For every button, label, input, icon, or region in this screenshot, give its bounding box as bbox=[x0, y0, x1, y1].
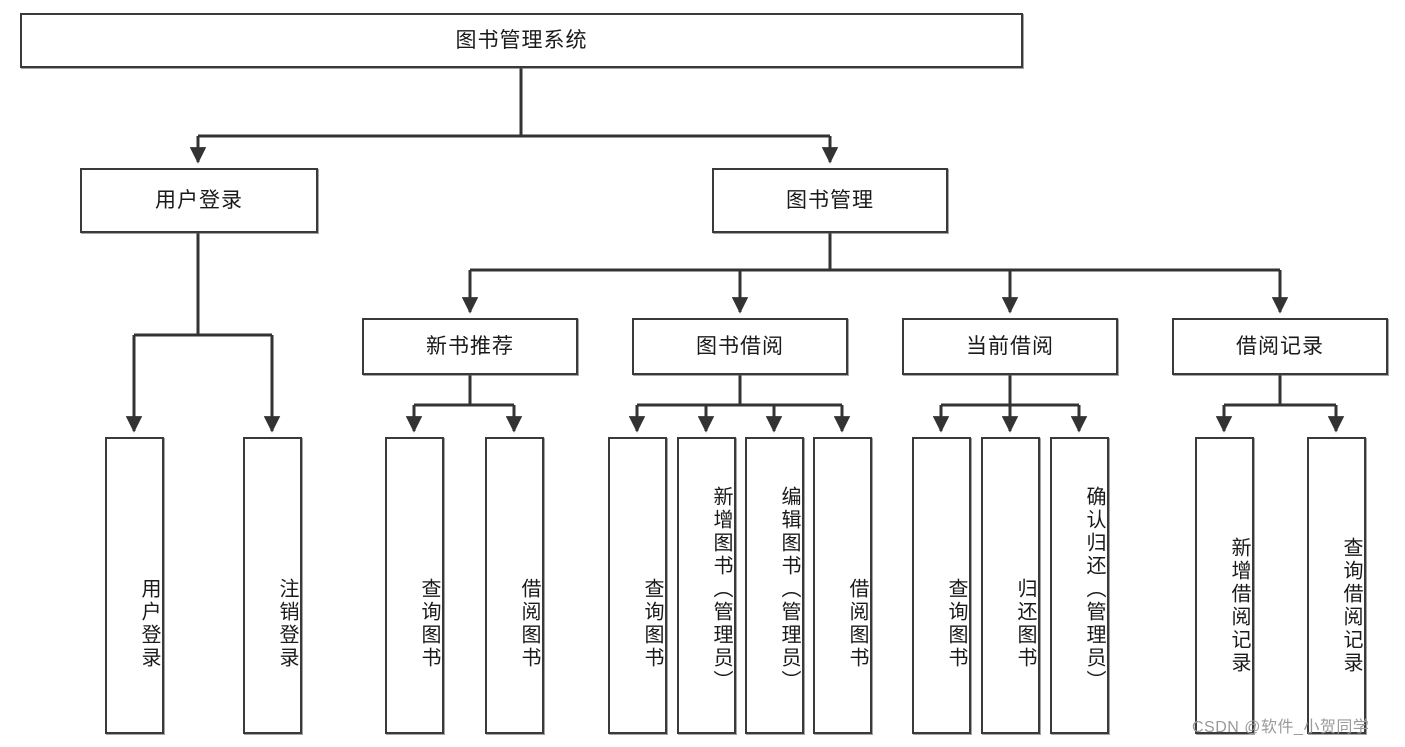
leaf-logout[interactable]: 注销登录 bbox=[243, 437, 302, 734]
leaf-record-add-borrow-record[interactable]: 新增借阅记录 bbox=[1195, 437, 1254, 734]
leaf-current-query-book[interactable]: 查询图书 bbox=[912, 437, 971, 734]
leaf-borrow-edit-book-admin[interactable]: 编辑图书（管理员） bbox=[745, 437, 804, 734]
leaf-record-query-borrow-record[interactable]: 查询借阅记录 bbox=[1307, 437, 1366, 734]
leaf-current-confirm-return-admin[interactable]: 确认归还（管理员） bbox=[1050, 437, 1109, 734]
node-current-borrowing[interactable]: 当前借阅 bbox=[902, 318, 1118, 375]
leaf-user-login[interactable]: 用户登录 bbox=[105, 437, 164, 734]
leaf-borrow-query-book[interactable]: 查询图书 bbox=[608, 437, 667, 734]
node-book-borrowing[interactable]: 图书借阅 bbox=[632, 318, 848, 375]
leaf-borrow-borrow-book[interactable]: 借阅图书 bbox=[813, 437, 872, 734]
node-root-book-management-system[interactable]: 图书管理系统 bbox=[20, 13, 1023, 68]
node-book-management[interactable]: 图书管理 bbox=[712, 168, 948, 233]
leaf-recommend-borrow-book[interactable]: 借阅图书 bbox=[485, 437, 544, 734]
leaf-borrow-add-book-admin[interactable]: 新增图书（管理员） bbox=[677, 437, 736, 734]
leaf-recommend-query-book[interactable]: 查询图书 bbox=[385, 437, 444, 734]
csdn-watermark: CSDN @软件_小贺同学 bbox=[1192, 719, 1370, 736]
node-new-book-recommendation[interactable]: 新书推荐 bbox=[362, 318, 578, 375]
node-user-login[interactable]: 用户登录 bbox=[80, 168, 318, 233]
node-borrowing-record[interactable]: 借阅记录 bbox=[1172, 318, 1388, 375]
leaf-current-return-book[interactable]: 归还图书 bbox=[981, 437, 1040, 734]
